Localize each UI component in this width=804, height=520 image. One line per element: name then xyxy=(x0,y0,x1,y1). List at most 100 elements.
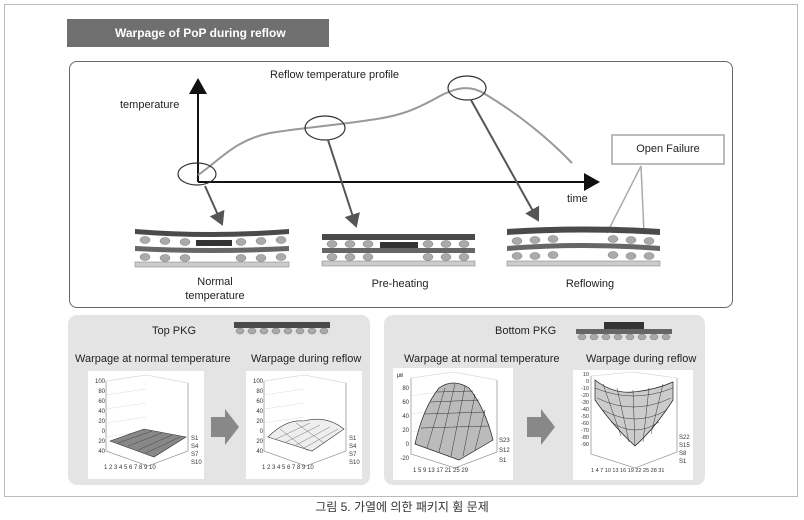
z-tick: 40 xyxy=(256,409,263,415)
stage-label-reflow: Reflowing xyxy=(565,278,615,290)
z-tick: 20 xyxy=(256,419,263,425)
z-tick: 10 xyxy=(582,372,589,378)
top-right-z-ticks: 100 80 60 40 20 0 20 40 xyxy=(246,377,263,457)
z-tick: -10 xyxy=(581,386,589,392)
z-tick: 0 xyxy=(101,429,105,435)
figure-frame xyxy=(4,4,798,497)
z-tick: -20 xyxy=(581,393,589,399)
y-tick: S7 xyxy=(191,452,199,458)
y-tick: S10 xyxy=(191,460,202,466)
bottom-left-z-ticks: 80 60 40 20 0 -20 xyxy=(393,382,409,466)
y-tick: S8 xyxy=(679,451,687,457)
z-tick: 20 xyxy=(256,439,263,445)
stage-label-preheat: Pre-heating xyxy=(371,278,429,290)
profile-title: Reflow temperature profile xyxy=(270,69,400,81)
z-tick: 100 xyxy=(252,379,263,385)
failure-pointer-2 xyxy=(640,165,645,234)
bottom-right-x-ticks: 1 4 7 10 13 16 19 22 25 28 31 xyxy=(591,468,665,474)
open-failure-box: Open Failure xyxy=(611,134,725,165)
y-tick: S1 xyxy=(191,436,199,442)
stage-marker-normal xyxy=(177,162,217,186)
reflow-diagram-box xyxy=(69,61,733,308)
y-tick: S1 xyxy=(679,459,687,465)
stage-marker-preheat xyxy=(304,115,346,141)
z-tick: 0 xyxy=(259,429,263,435)
z-tick: 80 xyxy=(402,386,409,392)
z-tick: 20 xyxy=(98,419,105,425)
z-tick: -70 xyxy=(581,428,589,434)
z-tick: 20 xyxy=(402,428,409,434)
y-tick: S15 xyxy=(679,443,690,449)
top-arrow xyxy=(211,409,239,445)
top-right-title: Warpage during reflow xyxy=(251,353,362,365)
top-left-plot: 100 80 60 40 20 0 20 40 1 2 3 4 5 6 7 8 9 10 S1… xyxy=(88,371,204,479)
top-right-x-ticks: 1 2 3 4 5 6 7 8 9 10 xyxy=(262,465,314,471)
z-tick: 40 xyxy=(98,409,105,415)
z-tick: -60 xyxy=(581,421,589,427)
top-right-plot: 100 80 60 40 20 0 20 40 1 2 3 4 5 6 7 8 9 10 S1… xyxy=(246,371,362,479)
arrow-reflow xyxy=(470,99,540,222)
figure-header: Warpage of PoP during reflow xyxy=(67,19,329,47)
stage-label-normal-line2: temperature xyxy=(185,290,245,302)
top-left-z-ticks: 100 80 60 40 20 0 20 40 xyxy=(88,377,105,457)
z-tick: 40 xyxy=(256,449,263,455)
z-tick: -40 xyxy=(581,407,589,413)
z-tick: 100 xyxy=(94,379,105,385)
y-tick: S4 xyxy=(191,444,199,450)
temperature-curve xyxy=(197,87,573,176)
y-tick: S22 xyxy=(679,435,690,441)
y-tick: S10 xyxy=(349,460,360,466)
top-pkg-icon xyxy=(234,322,330,335)
bottom-arrow xyxy=(527,409,555,445)
y-axis-label: temperature xyxy=(120,99,180,111)
z-tick: 0 xyxy=(585,379,589,385)
stage-marker-reflow xyxy=(447,75,487,101)
pop-stack-normal xyxy=(134,229,290,268)
z-tick: 80 xyxy=(256,389,263,395)
y-tick: S12 xyxy=(499,448,510,454)
z-tick: 40 xyxy=(98,449,105,455)
z-tick: 80 xyxy=(98,389,105,395)
z-tick: 40 xyxy=(402,414,409,420)
z-tick: 20 xyxy=(98,439,105,445)
arrow-normal xyxy=(204,185,225,226)
z-tick: 0 xyxy=(405,442,409,448)
x-axis-label: time xyxy=(567,193,588,205)
y-tick: S1 xyxy=(499,458,507,464)
y-tick: S7 xyxy=(349,452,357,458)
z-tick: -90 xyxy=(581,442,589,448)
pop-stack-reflow xyxy=(506,226,661,267)
top-left-x-ticks: 1 2 3 4 5 6 7 8 9 10 xyxy=(104,465,156,471)
bottom-left-x-ticks: 1 5 9 13 17 21 25 29 xyxy=(413,468,469,474)
y-tick: S1 xyxy=(349,436,357,442)
stage-label-normal-line1: Normal xyxy=(197,276,233,288)
figure-caption: 그림 5. 가열에 의한 패키지 휨 문제 xyxy=(315,500,489,514)
stage-label-normal: Normal temperature xyxy=(170,275,260,303)
bottom-pkg-title: Bottom PKG xyxy=(495,325,557,337)
z-tick: 60 xyxy=(402,400,409,406)
bottom-left-title: Warpage at normal temperature xyxy=(404,353,560,365)
pop-stack-preheat xyxy=(321,234,476,267)
bottom-left-unit: ㎛ xyxy=(397,373,404,379)
z-tick: -80 xyxy=(581,435,589,441)
bottom-pkg-icon xyxy=(576,322,672,340)
failure-pointer-1 xyxy=(606,165,642,234)
z-tick: 60 xyxy=(256,399,263,405)
top-left-title: Warpage at normal temperature xyxy=(75,353,231,365)
arrow-preheat xyxy=(327,139,360,228)
z-tick: -50 xyxy=(581,414,589,420)
z-tick: 60 xyxy=(98,399,105,405)
z-tick: -30 xyxy=(581,400,589,406)
y-tick: S4 xyxy=(349,444,357,450)
z-tick: -20 xyxy=(400,456,409,462)
bottom-right-title: Warpage during reflow xyxy=(586,353,697,365)
y-tick: S23 xyxy=(499,438,510,444)
